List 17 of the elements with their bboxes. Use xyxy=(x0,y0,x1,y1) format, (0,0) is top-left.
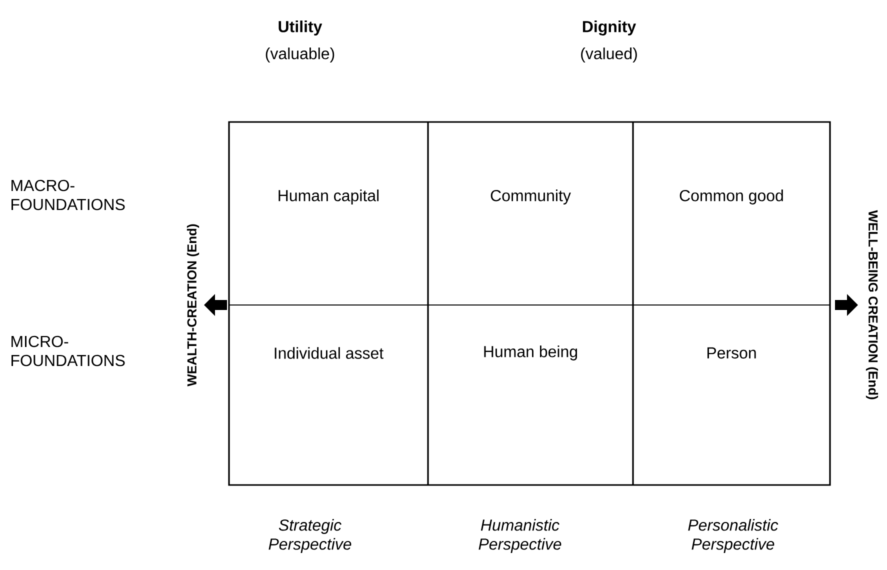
perspective-label: Humanistic Perspective xyxy=(478,519,562,553)
grid-cell: Individual asset xyxy=(274,347,384,359)
grid-cell: Community xyxy=(490,190,571,204)
grid-cell: Person xyxy=(707,347,756,359)
grid-cell: Human being xyxy=(484,346,578,360)
perspective-label: Personalistic Perspective xyxy=(688,519,778,553)
row-label: MACRO-FOUNDATIONS xyxy=(12,180,125,210)
grid-cell: Common good xyxy=(680,190,783,204)
column-heading: Dignity xyxy=(582,20,636,36)
axis-label: WELL-BEING CREATION (End) xyxy=(866,210,878,400)
row-label: MICRO-FOUNDATIONS xyxy=(12,336,125,366)
axis-label: WEALTH-CREATION (End) xyxy=(186,224,200,386)
grid-cell: Human capital xyxy=(278,190,379,204)
column-subheading: (valuable) xyxy=(266,48,334,62)
perspective-label: Strategic Perspective xyxy=(268,519,352,553)
column-subheading: (valued) xyxy=(581,48,637,62)
column-heading: Utility xyxy=(278,20,322,36)
